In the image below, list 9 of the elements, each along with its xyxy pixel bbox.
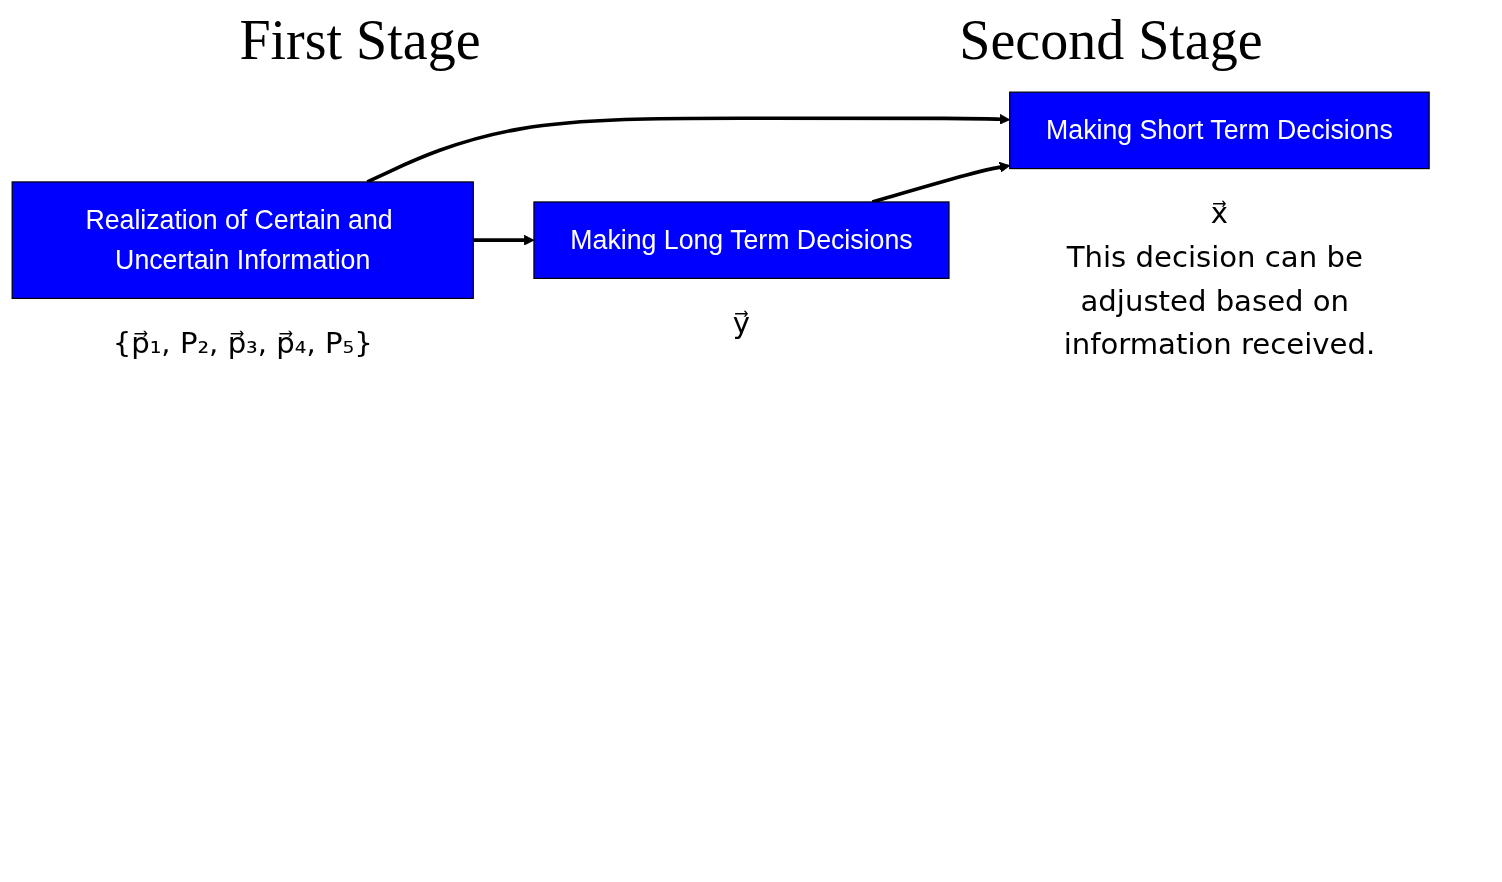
node-box: Realization of Certain and Uncertain Information <box>11 181 474 300</box>
stage-heading: First Stage <box>239 8 481 72</box>
node-box: Making Long Term Decisions <box>533 201 950 279</box>
node-box: Making Short Term Decisions <box>1009 91 1430 170</box>
node-label: {p⃗₁, P₂, p⃗₃, p⃗₄, P₅} <box>112 326 373 361</box>
stage-heading: Second Stage <box>959 8 1263 72</box>
node-label: x⃗ <box>1210 196 1229 231</box>
node-label: This decision can be adjusted based on information received. <box>1063 240 1376 362</box>
node-label: y⃗ <box>732 306 751 341</box>
